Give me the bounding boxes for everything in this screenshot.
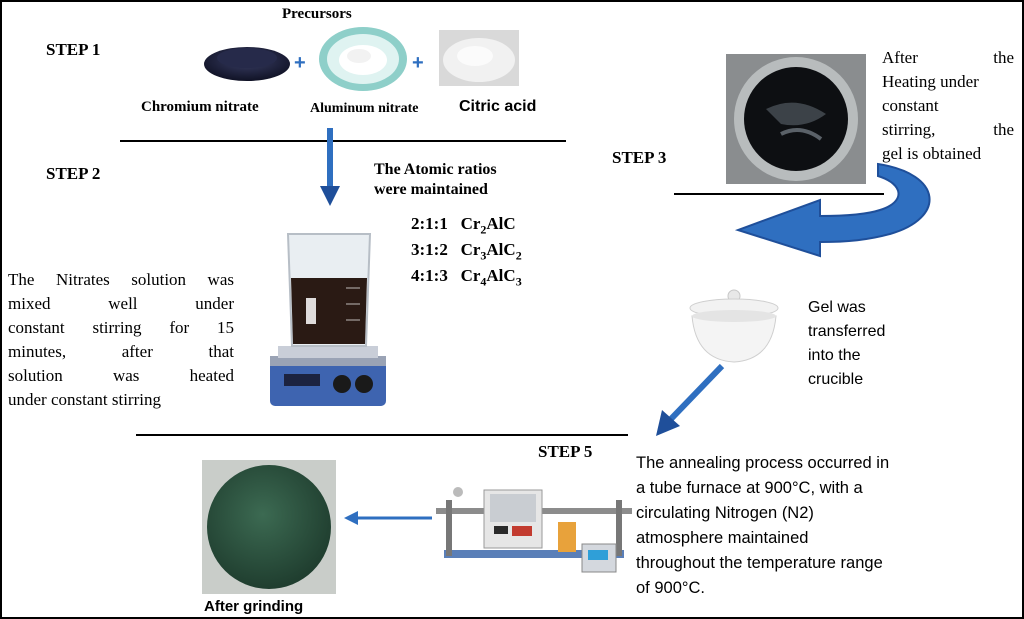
ratio-row: 2:1:1 Cr2AlC (411, 214, 516, 237)
description-line: a tube furnace at 900°C, with a (636, 479, 863, 497)
crucible-image (689, 289, 779, 363)
formula: Cr4AlC3 (460, 266, 522, 289)
plus-icon: + (294, 52, 306, 74)
diagonal-arrow-icon (656, 363, 725, 436)
ground-powder-image (202, 460, 336, 594)
crucible-description: Gel was transferred into the crucible (808, 296, 885, 392)
curved-arrow-icon (734, 162, 931, 258)
description-line: stirring, the (882, 120, 1014, 139)
description-line: of 900°C. (636, 579, 705, 597)
beaker-hotplate-image (270, 233, 386, 406)
ratio-row: 3:1:2 Cr3AlC2 (411, 240, 522, 263)
step5-label: STEP 5 (538, 442, 593, 461)
ratios-heading-line: The Atomic ratios (374, 161, 497, 178)
chromium-nitrate-powder-image (204, 47, 290, 81)
description-line: Gel was (808, 299, 866, 316)
description-line: mixed well under (8, 294, 234, 313)
step1-label: STEP 1 (46, 40, 101, 59)
step2-description: The Nitrates solution was mixed well und… (8, 268, 234, 412)
formula: Cr3AlC2 (460, 240, 522, 263)
step3-label: STEP 3 (612, 148, 667, 167)
formula: Cr2AlC (460, 214, 516, 237)
divider-line (136, 434, 628, 436)
description-line: minutes, after that (8, 342, 234, 361)
description-line: constant (882, 96, 939, 115)
down-arrow-icon (320, 128, 340, 206)
aluminum-nitrate-label: Aluminum nitrate (310, 101, 419, 116)
ratio-value: 3:1:2 (411, 240, 448, 259)
gel-image (726, 54, 866, 184)
description-line: circulating Nitrogen (N2) (636, 504, 814, 522)
description-line: transferred (808, 323, 886, 340)
description-line: under constant stirring (8, 390, 161, 409)
description-line: throughout the temperature range (636, 554, 883, 572)
step2-label: STEP 2 (46, 164, 101, 183)
description-line: crucible (808, 371, 864, 388)
ratios-heading-line: were maintained (374, 181, 488, 198)
ratio-value: 2:1:1 (411, 214, 448, 233)
citric-acid-powder-image (439, 30, 519, 86)
divider-line (120, 140, 566, 142)
description-line: into the (808, 347, 861, 364)
step3-description: After the Heating under constant stirrin… (882, 46, 1014, 166)
tube-furnace-image (436, 487, 632, 573)
ratios-heading: The Atomic ratios were maintained (374, 160, 497, 200)
divider-line (674, 193, 884, 195)
description-line: gel is obtained (882, 144, 982, 163)
ratio-value: 4:1:3 (411, 266, 448, 285)
description-line: constant stirring for 15 (8, 318, 234, 337)
aluminum-nitrate-dish-image (319, 27, 407, 91)
plus-icon: + (412, 52, 424, 74)
left-arrow-icon (344, 511, 432, 525)
description-line: atmosphere maintained (636, 529, 809, 547)
description-line: solution was heated (8, 366, 234, 385)
after-grinding-label: After grinding (204, 598, 304, 615)
precursors-label: Precursors (282, 6, 352, 22)
description-line: The Nitrates solution was (8, 270, 234, 289)
step5-description: The annealing process occurred in a tube… (636, 451, 889, 601)
description-line: Heating under (882, 72, 979, 91)
chromium-nitrate-label: Chromium nitrate (141, 99, 259, 115)
citric-acid-label: Citric acid (459, 98, 537, 115)
ratio-row: 4:1:3 Cr4AlC3 (411, 266, 522, 289)
description-line: After the (882, 48, 1014, 67)
description-line: The annealing process occurred in (636, 454, 890, 472)
